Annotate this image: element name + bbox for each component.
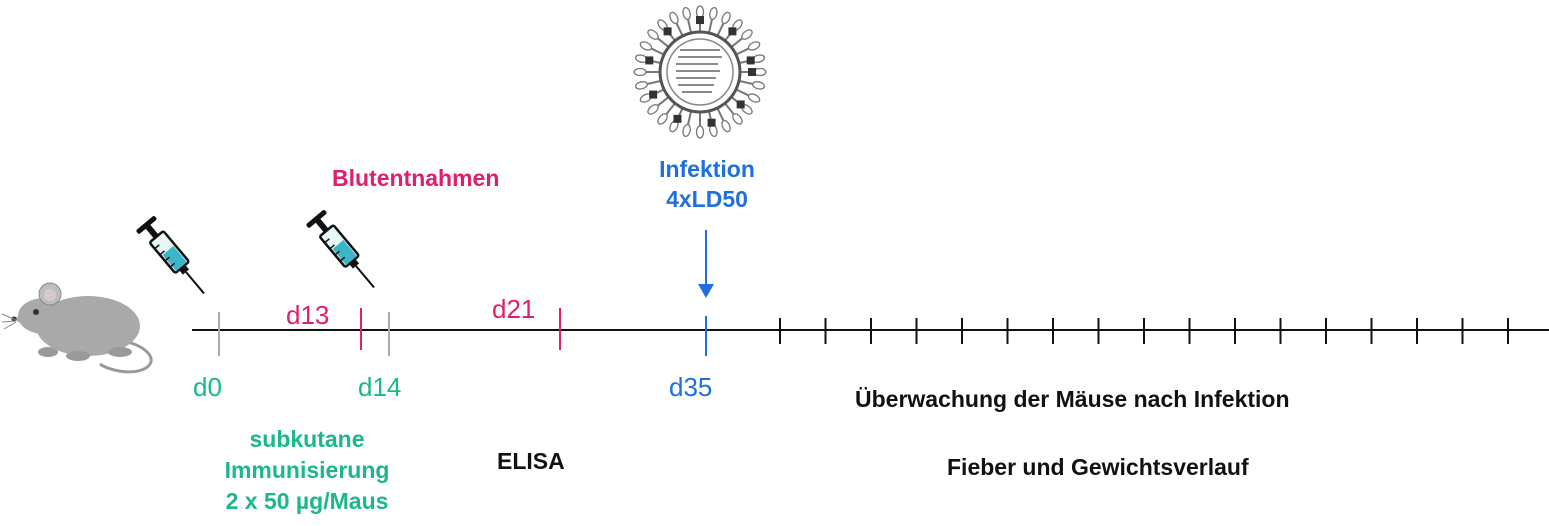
immunization-label: subkutane Immunisierung 2 x 50 µg/Maus [225,424,390,517]
infection-label-line2: 4xLD50 [666,185,748,212]
day-label-d0: d0 [193,372,222,402]
elisa-label: ELISA [497,448,565,474]
immunization-label-line1: subkutane [249,426,365,452]
fever-weight-label: Fieber und Gewichtsverlauf [947,454,1249,480]
monitoring-ticks [779,318,1509,344]
day-label-d14: d14 [358,372,402,402]
mouse-icon [1,282,153,374]
day-label-d13: d13 [286,300,330,330]
blood-sampling-label: Blutentnahmen [332,165,500,191]
infection-label: Infektion 4xLD50 [659,155,755,215]
virus-icon [633,5,767,139]
syringe-icon [306,210,375,289]
syringe-icon [136,216,205,295]
monitoring-label: Überwachung der Mäuse nach Infektion [855,386,1290,412]
infection-label-line1: Infektion [659,156,755,182]
immunization-label-line2: Immunisierung [224,457,390,484]
day-label-d35: d35 [669,372,713,402]
day-label-d21: d21 [492,294,536,324]
arrow-down-icon [698,230,714,298]
immunization-label-line3: 2 x 50 µg/Maus [225,488,389,515]
